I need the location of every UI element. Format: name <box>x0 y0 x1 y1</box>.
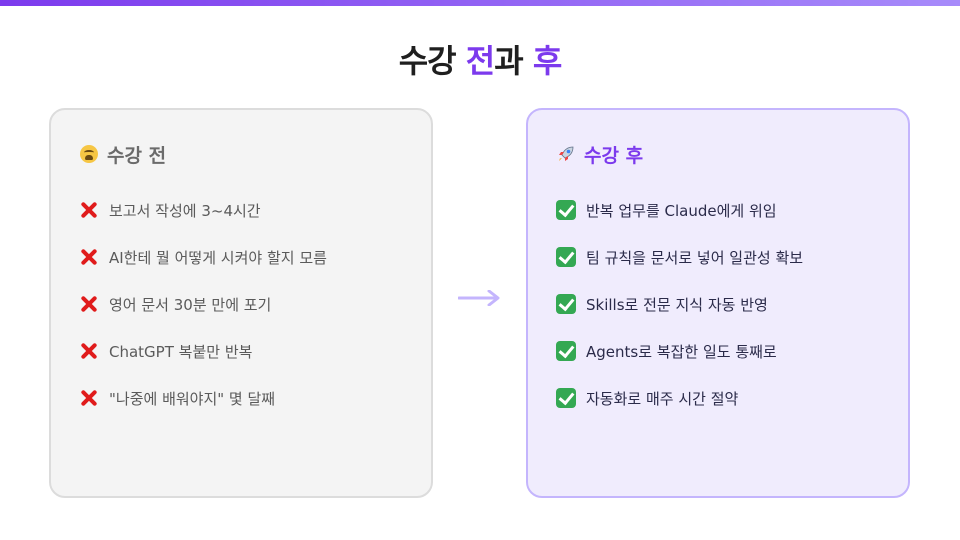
after-card: 수강 후 반복 업무를 Claude에게 위임 팀 규칙을 문서로 넣어 일관성… <box>526 108 910 498</box>
after-item: 반복 업무를 Claude에게 위임 <box>556 198 777 222</box>
before-item: 보고서 작성에 3~4시간 <box>79 198 261 222</box>
check-mark-icon <box>556 294 576 314</box>
title-part-3: 과 <box>494 42 533 80</box>
cross-mark-icon <box>79 294 99 314</box>
after-item-text: Skills로 전문 지식 자동 반영 <box>586 295 768 314</box>
cross-mark-icon <box>79 200 99 220</box>
tired-face-icon <box>79 145 99 163</box>
check-mark-icon <box>556 341 576 361</box>
after-heading: 수강 후 <box>556 140 643 168</box>
before-heading: 수강 전 <box>79 140 166 168</box>
cross-mark-icon <box>79 247 99 267</box>
before-item: ChatGPT 복붙만 반복 <box>79 339 252 363</box>
after-item-text: 팀 규칙을 문서로 넣어 일관성 확보 <box>586 248 804 267</box>
page-title: 수강 전과 후 <box>0 36 960 82</box>
check-mark-icon <box>556 388 576 408</box>
before-item: "나중에 배워야지" 몇 달째 <box>79 386 275 410</box>
after-item: Agents로 복잡한 일도 통째로 <box>556 339 777 363</box>
before-item-text: 보고서 작성에 3~4시간 <box>109 201 261 220</box>
before-item: 영어 문서 30분 만에 포기 <box>79 292 271 316</box>
check-mark-icon <box>556 200 576 220</box>
after-item: Skills로 전문 지식 자동 반영 <box>556 292 768 316</box>
before-card: 수강 전 보고서 작성에 3~4시간 AI한테 뭘 어떻게 시켜야 할지 모름 … <box>49 108 433 498</box>
after-item: 팀 규칙을 문서로 넣어 일관성 확보 <box>556 245 803 269</box>
after-item-text: Agents로 복잡한 일도 통째로 <box>586 342 777 361</box>
before-heading-label: 수강 전 <box>107 144 167 167</box>
after-item: 자동화로 매주 시간 절약 <box>556 386 738 410</box>
rocket-icon <box>556 144 576 164</box>
right-arrow-icon <box>458 290 500 306</box>
before-item-text: 영어 문서 30분 만에 포기 <box>109 295 272 314</box>
after-heading-label: 수강 후 <box>584 144 644 167</box>
after-item-text: 자동화로 매주 시간 절약 <box>586 389 739 408</box>
after-item-text: 반복 업무를 Claude에게 위임 <box>586 201 777 220</box>
title-part-1: 수강 <box>398 42 466 80</box>
before-item-text: "나중에 배워야지" 몇 달째 <box>109 389 276 408</box>
before-item-text: AI한테 뭘 어떻게 시켜야 할지 모름 <box>109 248 327 267</box>
before-item-text: ChatGPT 복붙만 반복 <box>109 342 253 361</box>
title-part-2: 전 <box>465 42 495 80</box>
top-accent-bar <box>0 0 960 6</box>
cross-mark-icon <box>79 341 99 361</box>
title-part-4: 후 <box>532 42 562 80</box>
check-mark-icon <box>556 247 576 267</box>
before-item: AI한테 뭘 어떻게 시켜야 할지 모름 <box>79 245 327 269</box>
cross-mark-icon <box>79 388 99 408</box>
